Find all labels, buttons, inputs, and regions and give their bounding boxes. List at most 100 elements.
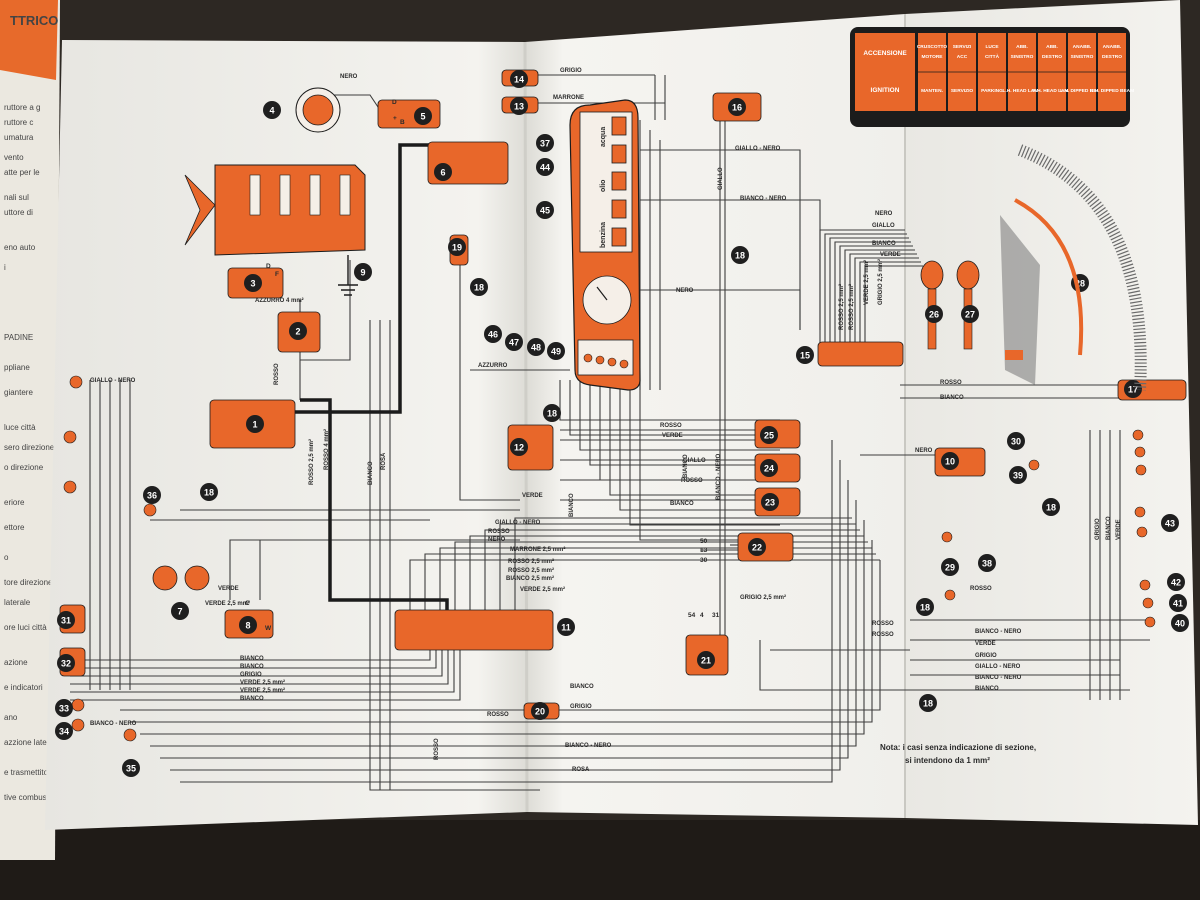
component-number: 4 [269, 106, 274, 116]
wire-label: ROSSO [434, 738, 440, 760]
wire-label: BIANCO [872, 241, 896, 247]
wire-label: VERDE 2,5 mm² [240, 687, 285, 694]
legend-cell-text: DESTRO [1102, 54, 1122, 60]
gauge-label-fuel: benzina [600, 222, 607, 248]
component-badge-26: 26 [925, 305, 943, 323]
wire-label: ROSSO [488, 529, 510, 535]
wire-label: GIALLO [872, 223, 895, 229]
legend-cell-text: ANABB. [1103, 44, 1122, 50]
component-badge-42: 42 [1167, 573, 1185, 591]
wire-label: BIANCO [240, 664, 264, 670]
component-number: 40 [1175, 619, 1185, 629]
component-number: 18 [920, 603, 930, 613]
component-number: 2 [295, 327, 300, 337]
wire-label: NERO [875, 211, 893, 217]
wire-label: GRIGIO [570, 704, 592, 710]
component-badge-18: 18 [916, 598, 934, 616]
component-number: 35 [126, 764, 136, 774]
component-badge-32: 32 [57, 654, 75, 672]
component-number: 6 [440, 168, 445, 178]
legend-cell-text: PARKING [981, 88, 1003, 94]
components: 1234567891011121314151617181920212223242… [55, 69, 1189, 777]
legend-header-en: IGNITION [871, 87, 900, 94]
component-badge-12: 12 [510, 438, 528, 456]
wire-label: ROSSO 2,5 mm² [508, 558, 554, 565]
component-number: 18 [474, 283, 484, 293]
wire-label: MARRONE [553, 95, 584, 101]
legend-cell-text: ACC [957, 54, 968, 60]
component-badge-5: 5 [414, 107, 432, 125]
wire-label: BIANCO - NERO [740, 196, 787, 202]
page-foldout [905, 0, 1198, 825]
terminal-label: W [265, 625, 272, 632]
component-number: 42 [1171, 578, 1181, 588]
wire-label: ROSSO [660, 423, 682, 429]
component-number: 18 [204, 488, 214, 498]
component-number: 7 [177, 607, 182, 617]
component-number: 11 [561, 623, 571, 633]
left-page-line: PADINE [4, 333, 33, 342]
bulb [941, 531, 953, 543]
legend-cell-text: R.H. HEAD LAMP [1032, 88, 1072, 94]
component-badge-2: 2 [289, 322, 307, 340]
wire-label: MARRONE 2,5 mm² [510, 546, 565, 553]
wire-label: BIANCO [975, 686, 999, 692]
ignition-legend: ACCENSIONE IGNITION CRUSCOTTOMOTOREMANTE… [850, 27, 1134, 127]
component-number: 1 [252, 420, 257, 430]
terminal-label: 30 [700, 557, 708, 564]
wire-label: GIALLO [718, 167, 724, 190]
wire-label: NERO [676, 288, 694, 294]
ground-symbol [338, 255, 358, 296]
left-page-line: tive combustibile [4, 793, 64, 802]
component-badge-37: 37 [536, 134, 554, 152]
left-page-line: giantere [4, 388, 33, 397]
component-number: 12 [514, 443, 524, 453]
bulb [1136, 526, 1148, 538]
wire-label: GIALLO - NERO [90, 378, 136, 384]
component-badge-8: 8 [239, 616, 257, 634]
component-12-body [507, 424, 554, 471]
component-badge-18: 18 [919, 694, 937, 712]
component-number: 18 [735, 251, 745, 261]
left-page-line: uttore di [4, 208, 33, 217]
component-11-body [394, 609, 554, 651]
component-number: 43 [1165, 519, 1175, 529]
wire-label: BIANCO [240, 696, 264, 702]
instrument-cluster: acqua olio benzina [569, 99, 641, 391]
legend-cell-text: R.H. DIPPED BEAM [1090, 88, 1134, 94]
component-badge-18: 18 [1042, 498, 1060, 516]
component-number: 41 [1173, 599, 1183, 609]
component-badge-16: 16 [728, 98, 746, 116]
wire-label: BIANCO [940, 395, 964, 401]
horn-right [184, 565, 210, 591]
component-number: 28 [1075, 279, 1085, 289]
wire-label: BIANCO [570, 684, 594, 690]
component-number: 18 [1046, 503, 1056, 513]
component-number: 13 [514, 102, 524, 112]
left-page-line: ppliane [4, 363, 30, 372]
component-number: 32 [61, 659, 71, 669]
wire-label: ROSSO 2,5 mm² [848, 284, 855, 330]
terminal-label: F [275, 271, 279, 278]
wire-label: VERDE [522, 493, 543, 499]
legend-cell-text: L.H. HEAD LAMP [1003, 88, 1043, 94]
wire-label: GRIGIO [560, 68, 582, 74]
left-page-line: vento [4, 153, 24, 162]
horn-left [152, 565, 178, 591]
bulb [71, 718, 85, 732]
left-page-line: nali sul [4, 193, 29, 202]
component-number: 26 [929, 310, 939, 320]
wire-label: BIANCO 2,5 mm² [506, 575, 554, 582]
left-page-line: eno auto [4, 243, 36, 252]
left-page-line: ruttore a g [4, 103, 40, 112]
terminal-label: 54 [688, 612, 696, 619]
bulb [63, 430, 77, 444]
engine-block [214, 164, 366, 256]
wire-label: BIANCO [569, 493, 575, 517]
legend-cell-text: ABB. [1016, 44, 1028, 50]
legend-cell-text: SINISTRO [1011, 54, 1034, 60]
wire-label: VERDE [880, 252, 901, 258]
